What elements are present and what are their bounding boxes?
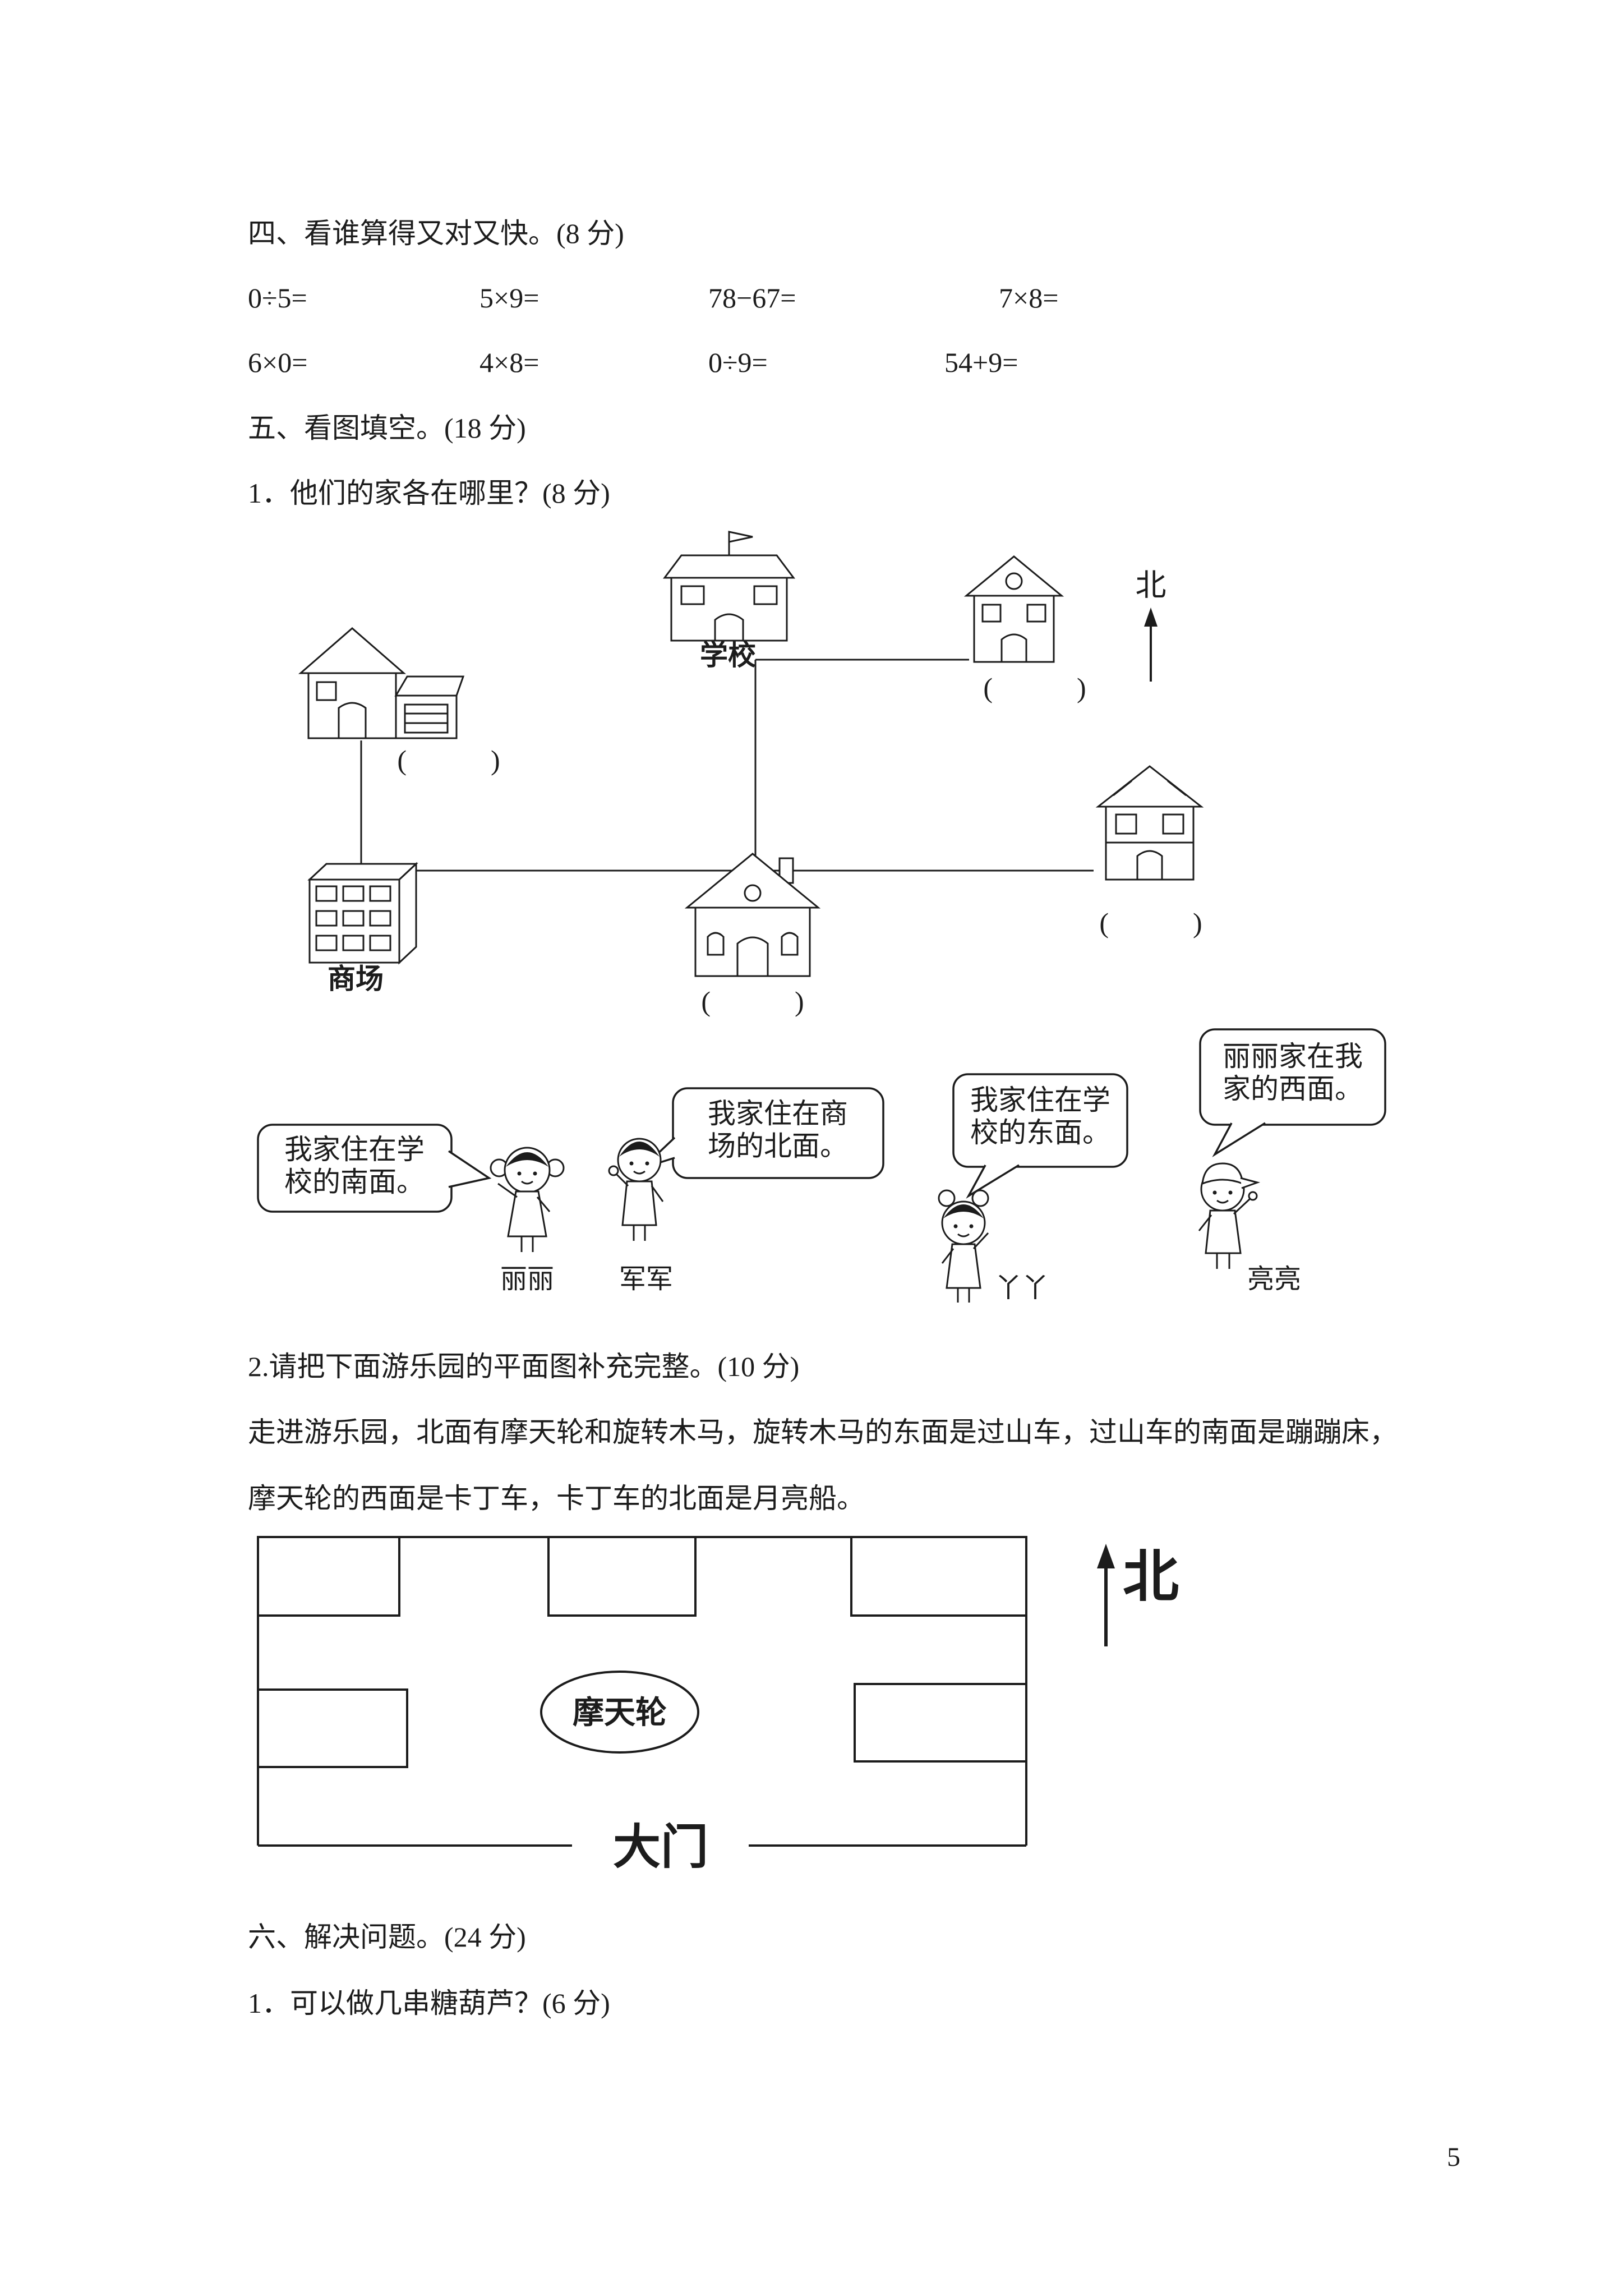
mall-illustration [307,862,418,965]
school-illustration [663,531,795,642]
park-empty-box [257,1536,400,1617]
mall-label: 商场 [328,963,384,995]
bubble-text: 场的北面。 [708,1130,848,1162]
park-empty-box [257,1688,408,1768]
bubble-text: 丽丽家在我 [1223,1041,1363,1072]
equation-2-4: 54+9= [944,347,1018,378]
ferris-wheel-label: 摩天轮 [573,1696,667,1731]
park-north-label: 北 [1123,1546,1179,1608]
equation-1-1: 0÷5= [248,282,307,314]
park-boundary [257,1536,1027,1846]
answer-blank: ( ) [397,744,500,776]
bubble-tail [966,1164,1020,1199]
bubble-text: 校的南面。 [284,1166,425,1198]
park-empty-box [854,1683,1027,1763]
child-name-junjun: 军军 [619,1264,673,1294]
page-number: 5 [1447,2142,1460,2172]
bubble-tail [1212,1122,1266,1157]
map-north-label: 北 [1135,568,1166,602]
answer-blank: ( ) [1099,907,1202,938]
house-northeast-illustration [963,555,1064,663]
bubble-text: 家的西面。 [1223,1073,1363,1105]
answer-blank: ( ) [701,986,804,1017]
bubble-text: 我家住在商 [708,1098,848,1129]
child-name-liangliang: 亮亮 [1247,1264,1301,1294]
section5-heading: 五、看图填空。(18 分) [248,412,526,444]
park-empty-box [547,1536,697,1617]
equation-1-2: 5×9= [479,282,540,314]
map-north-arrow [1144,608,1158,682]
park-north-arrow [1097,1544,1115,1646]
neighborhood-map-figure: 学校 北 ( ) ( ) [298,531,1204,1017]
speech-bubble-yaya [952,1073,1128,1168]
child-name-yaya: 丫丫 [995,1273,1049,1303]
house-south-illustration [684,853,821,977]
equation-2-3: 0÷9= [708,347,768,378]
house-west-illustration [298,627,465,739]
girl-yaya-illustration [938,1189,989,1303]
section5-q1: 1．他们的家各在哪里？(8 分) [248,477,610,509]
child-name-lili: 丽丽 [500,1264,554,1294]
boy-liangliang-illustration [1198,1162,1261,1269]
equation-1-4: 7×8= [999,282,1059,314]
house-east-illustration [1095,765,1204,881]
section6-heading: 六、解决问题。(24 分) [248,1921,526,1953]
section5-q2: 2.请把下面游乐园的平面图补充完整。(10 分) [248,1351,800,1382]
amusement-park-plan-figure: 摩天轮 大门 北 [257,1536,1179,1874]
school-label: 学校 [700,639,756,671]
boy-junjun-illustration [608,1138,664,1241]
section5-q2-desc-line1: 走进游乐园，北面有摩天轮和旋转木马，旋转木马的东面是过山车，过山车的南面是蹦蹦床… [248,1416,1398,1448]
section6-q1: 1．可以做几串糖葫芦？(6 分) [248,1987,610,2019]
bubble-text: 我家住在学 [284,1134,425,1165]
ferris-wheel-oval [540,1671,699,1754]
equation-1-3: 78−67= [708,282,796,314]
bubble-tail [448,1150,492,1188]
bubble-text: 校的东面。 [970,1117,1110,1148]
equation-2-1: 6×0= [248,347,308,378]
bubble-text: 我家住在学 [970,1084,1110,1116]
girl-lili-illustration [490,1147,565,1252]
section5-q2-desc-line2: 摩天轮的西面是卡丁车，卡丁车的北面是月亮船。 [248,1483,865,1514]
speech-bubble-liangliang [1199,1028,1386,1126]
answer-blank: ( ) [983,672,1086,703]
speech-bubble-junjun [672,1087,884,1179]
gate-label: 大门 [613,1821,708,1874]
roads [360,659,1094,872]
equation-2-2: 4×8= [479,347,540,378]
section4-heading: 四、看谁算得又对又快。(8 分) [248,218,624,249]
park-empty-box [850,1536,1027,1617]
children-speech-figure: 我家住在学 校的南面。 我家住在商 场的北面。 我家住在学 校的东面。 丽丽家在… [257,1028,1386,1303]
